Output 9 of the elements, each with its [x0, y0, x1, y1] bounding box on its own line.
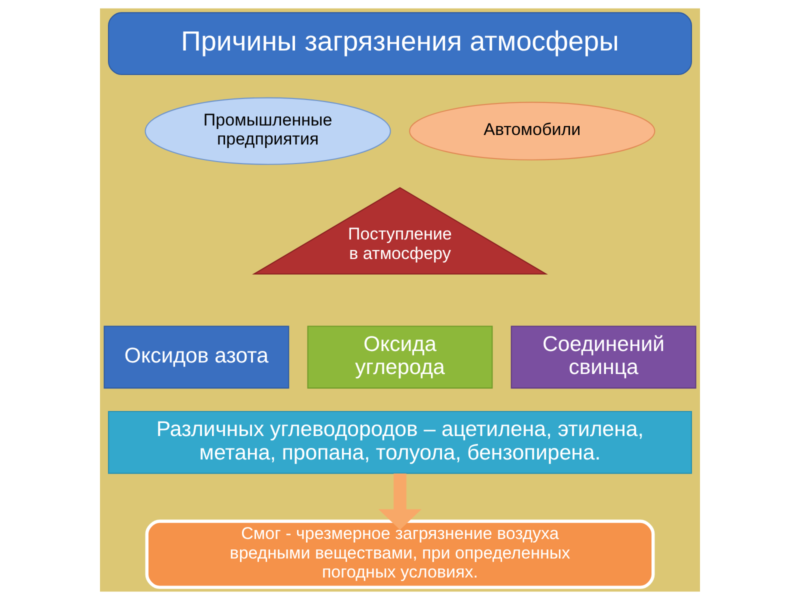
- node-box: Оксидов азота: [104, 326, 290, 389]
- node-box: Соединений свинца: [510, 326, 696, 389]
- node-box: Различных углеводородов – ацетилена, этилена, метана, пропана, толуола, бензопирена.: [108, 410, 692, 474]
- node-box: Причины загрязнения атмосферы: [108, 12, 692, 76]
- node-box: Смог - чрезмерное загрязнение воздуха вредными веществами, при определенных погодных условиях.: [145, 520, 655, 589]
- node-ellipse: Автомобили: [409, 102, 656, 160]
- node-box: Оксида углерода: [307, 326, 493, 389]
- node-ellipse: Промышленные предприятия: [144, 97, 391, 165]
- arrow: [378, 473, 422, 530]
